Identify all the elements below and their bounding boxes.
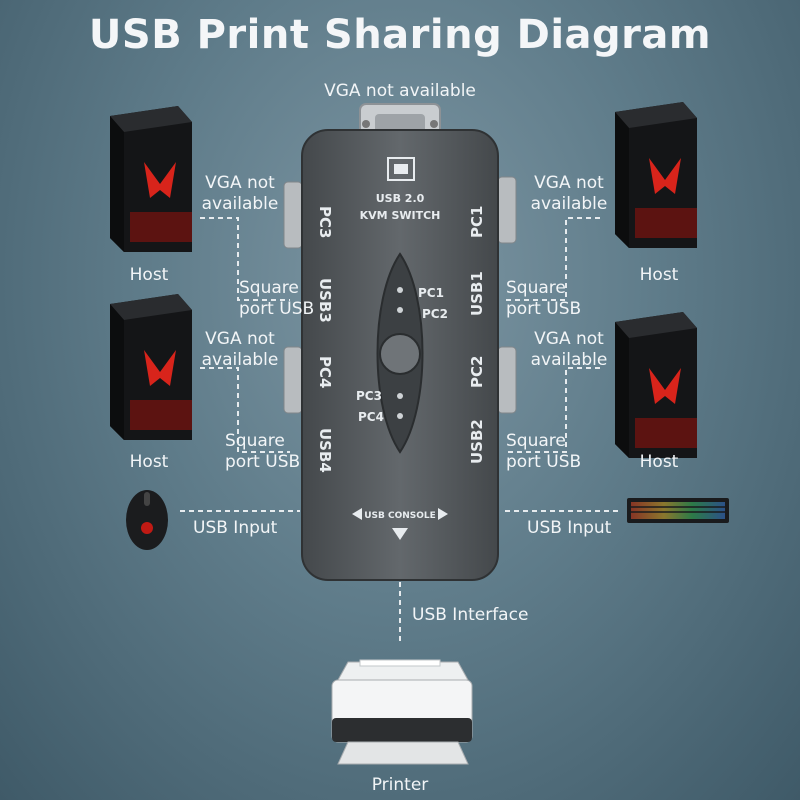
- square-label-top-right-1: Square: [506, 278, 566, 298]
- square-label-top-left-1: Square: [239, 278, 299, 298]
- usb-input-label-right: USB Input: [527, 518, 612, 538]
- host-label-bottom-left: Host: [129, 452, 169, 472]
- square-label-bottom-left-1: Square: [225, 431, 285, 451]
- vga-label-bottom-left-1: VGA not: [205, 329, 275, 349]
- host-computer-bottom-left-icon: [110, 294, 192, 440]
- vga-label-bottom-right-1: VGA not: [534, 329, 604, 349]
- line-host-top-left: [200, 217, 290, 301]
- keyboard-icon: [627, 498, 729, 523]
- page-title: USB Print Sharing Diagram: [88, 12, 712, 58]
- printer-icon: [331, 659, 473, 765]
- vga-label-top-right-1: VGA not: [534, 173, 604, 193]
- switch-usb3-label: USB3: [316, 278, 334, 323]
- switch-usb1-label: USB1: [468, 271, 486, 316]
- vga-label-bottom-right-2: available: [530, 350, 608, 370]
- led-pc4-label: PC4: [358, 410, 384, 424]
- select-button: [379, 333, 421, 375]
- square-label-top-left-2: port USB: [239, 299, 315, 319]
- switch-pc2-label: PC2: [468, 356, 486, 388]
- switch-pc3-label: PC3: [316, 206, 334, 238]
- line-host-bottom-right: [505, 367, 600, 453]
- vga-top-label: VGA not available: [324, 81, 476, 101]
- led-pc3-label: PC3: [356, 389, 382, 403]
- host-computer-bottom-right-icon: [615, 312, 697, 458]
- led-pc1-label: PC1: [418, 286, 444, 300]
- host-label-top-right: Host: [639, 265, 679, 285]
- kvm-switch: USB 2.0 KVM SWITCH PC3 USB3 PC4 USB4 PC1…: [301, 129, 499, 581]
- printer-label: Printer: [371, 775, 429, 795]
- vga-label-bottom-left-2: available: [201, 350, 279, 370]
- switch-pc1-label: PC1: [468, 206, 486, 238]
- square-label-bottom-right-2: port USB: [506, 452, 582, 472]
- switch-kvm-label: KVM SWITCH: [360, 209, 441, 222]
- host-computer-top-right-icon: [615, 102, 697, 248]
- led-pc2-label: PC2: [422, 307, 448, 321]
- switch-console-label: USB CONSOLE: [364, 511, 436, 521]
- host-computer-top-left-icon: [110, 106, 192, 252]
- line-host-bottom-left: [200, 367, 290, 453]
- vga-label-top-right-2: available: [530, 194, 608, 214]
- usb-input-label-left: USB Input: [193, 518, 278, 538]
- switch-pc4-label: PC4: [316, 356, 334, 388]
- mouse-icon: [126, 490, 168, 550]
- host-label-top-left: Host: [129, 265, 169, 285]
- host-label-bottom-right: Host: [639, 452, 679, 472]
- square-label-bottom-right-1: Square: [506, 431, 566, 451]
- line-host-top-right: [505, 217, 600, 301]
- square-label-top-right-2: port USB: [506, 299, 582, 319]
- switch-usb-label: USB 2.0: [376, 192, 425, 205]
- vga-label-top-left-2: available: [201, 194, 279, 214]
- switch-usb4-label: USB4: [316, 428, 334, 473]
- vga-label-top-left-1: VGA not: [205, 173, 275, 193]
- switch-usb2-label: USB2: [468, 419, 486, 464]
- usb-interface-label: USB Interface: [412, 605, 529, 625]
- square-label-bottom-left-2: port USB: [225, 452, 301, 472]
